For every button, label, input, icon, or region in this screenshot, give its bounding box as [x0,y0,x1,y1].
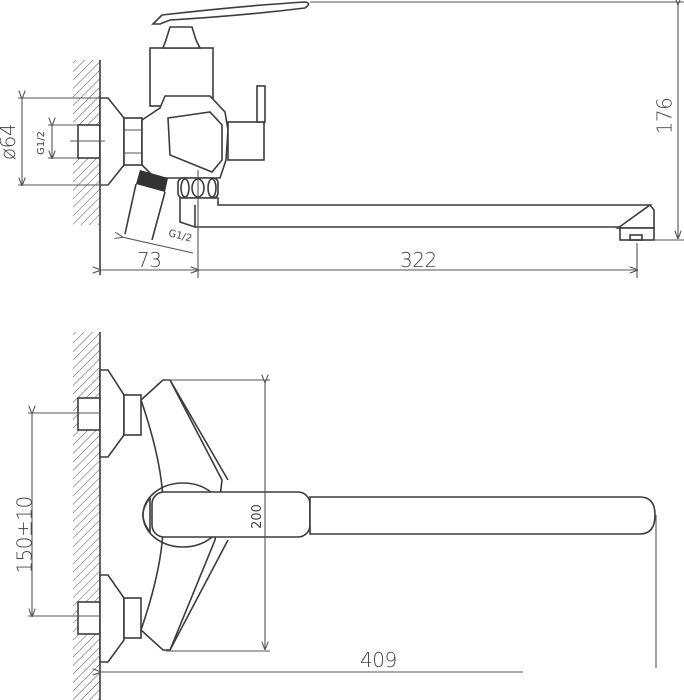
wall-hatch-top-view [73,332,100,700]
wall-hatch-bottom [73,158,100,225]
label-inlet-thread: G1/2 [35,131,47,155]
side-view [18,2,684,278]
top-view [28,332,657,700]
wall-hatch-top [73,60,100,125]
label-total-reach: 409 [360,648,397,672]
label-body-width: 200 [249,504,265,529]
label-inlet-spacing: 150±10 [12,496,37,574]
label-spout-length: 322 [400,248,437,272]
label-flange-diameter: ø64 [0,123,21,161]
shower-outlet-thread [136,170,168,192]
label-height: 176 [652,97,677,135]
label-wall-to-body: 73 [137,248,162,272]
